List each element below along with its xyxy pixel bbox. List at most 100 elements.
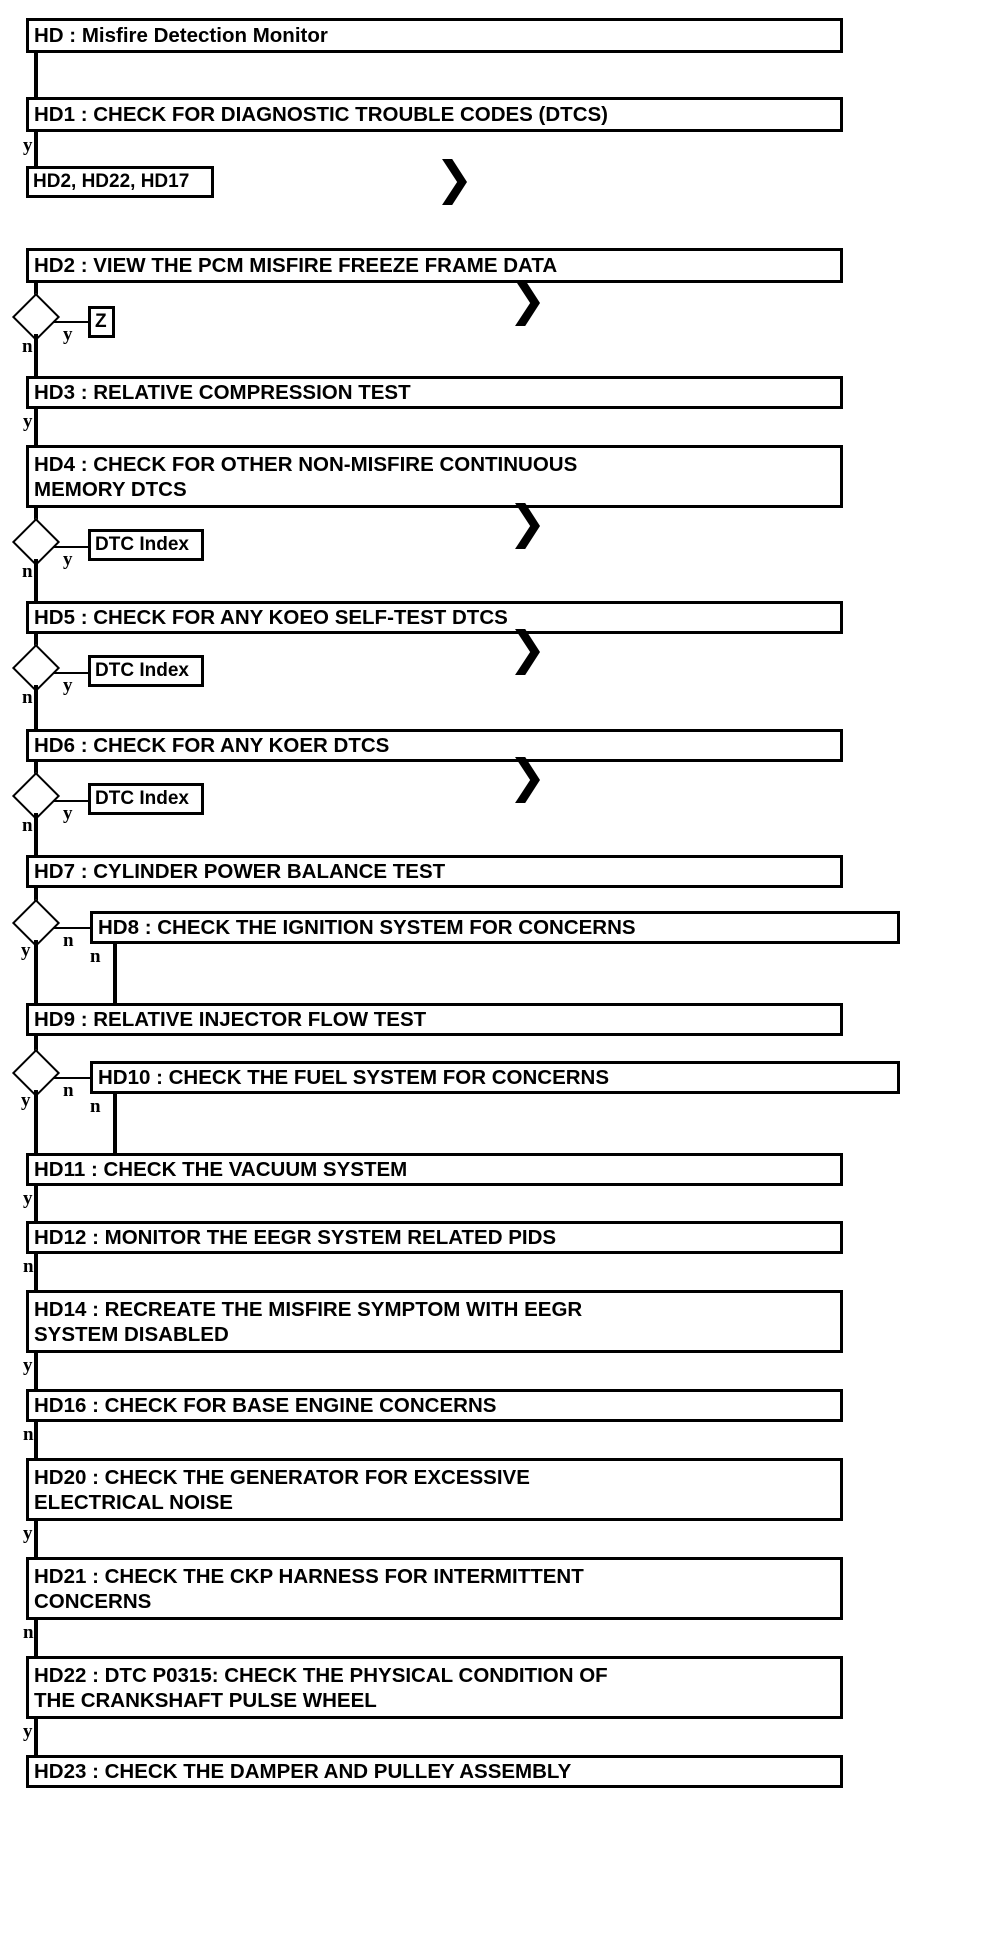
connector-hd8-n-to-hd9 [113,944,117,1003]
node-hd12-label: HD12 : MONITOR THE EEGR SYSTEM RELATED P… [34,1226,557,1249]
node-hd10-label: HD10 : CHECK THE FUEL SYSTEM FOR CONCERN… [98,1066,610,1089]
branch-label-hd1-y: y [23,135,33,156]
branch-label-d1-n: n [22,336,33,357]
branch-label-hd20-y: y [23,1523,33,1544]
branch-label-hd8-n: n [90,946,101,967]
node-hd-title-label: HD : Misfire Detection Monitor [34,24,328,47]
branch-label-hd12-n: n [23,1256,34,1277]
node-hd10[interactable]: HD10 : CHECK THE FUEL SYSTEM FOR CONCERN… [90,1061,900,1094]
tag-dtc-index-1-label: DTC Index [95,534,189,555]
connector-d1-to-hd3 [34,334,38,376]
node-hd11-label: HD11 : CHECK THE VACUUM SYSTEM [34,1158,408,1181]
branch-label-hd3-y: y [23,411,33,432]
tag-dtc-index-1[interactable]: DTC Index [88,529,204,561]
node-hd14[interactable]: HD14 : RECREATE THE MISFIRE SYMPTOM WITH… [26,1290,843,1353]
connector-d6-to-hd10 [53,1077,93,1079]
tag-dtc-index-2[interactable]: DTC Index [88,655,204,687]
connector-hd14-to-hd16 [34,1353,38,1389]
connector-hd20-to-hd21 [34,1521,38,1557]
node-hd22[interactable]: HD22 : DTC P0315: CHECK THE PHYSICAL CON… [26,1656,843,1719]
node-hd16[interactable]: HD16 : CHECK FOR BASE ENGINE CONCERNS [26,1389,843,1422]
connector-d2-to-hd5 [34,559,38,601]
node-hd14-label: HD14 : RECREATE THE MISFIRE SYMPTOM WITH… [34,1297,583,1346]
offpage-chevron-5-icon: ❯ [508,751,547,802]
connector-d5-y-to-hd9 [34,940,38,1003]
node-hd2-label: HD2 : VIEW THE PCM MISFIRE FREEZE FRAME … [34,254,558,277]
node-hd22-label: HD22 : DTC P0315: CHECK THE PHYSICAL CON… [34,1663,608,1712]
branch-label-hd11-y: y [23,1188,33,1209]
node-hd8-label: HD8 : CHECK THE IGNITION SYSTEM FOR CONC… [98,916,636,939]
node-hd21[interactable]: HD21 : CHECK THE CKP HARNESS FOR INTERMI… [26,1557,843,1620]
node-hd-title[interactable]: HD : Misfire Detection Monitor [26,18,843,53]
node-hd16-label: HD16 : CHECK FOR BASE ENGINE CONCERNS [34,1394,497,1417]
tag-z-label: Z [95,311,107,332]
tag-z[interactable]: Z [88,306,115,338]
connector-hd10-n-to-hd11 [113,1094,117,1153]
node-hd12[interactable]: HD12 : MONITOR THE EEGR SYSTEM RELATED P… [26,1221,843,1254]
branch-label-d4-n: n [22,815,33,836]
offpage-chevron-3-icon: ❯ [508,497,547,548]
branch-label-d3-y: y [63,675,73,696]
node-hd7-label: HD7 : CYLINDER POWER BALANCE TEST [34,860,446,883]
branch-label-hd16-n: n [23,1424,34,1445]
node-hd4[interactable]: HD4 : CHECK FOR OTHER NON-MISFIRE CONTIN… [26,445,843,508]
node-hd23-label: HD23 : CHECK THE DAMPER AND PULLEY ASSEM… [34,1760,572,1783]
offpage-chevron-1-icon: ❯ [435,153,474,204]
connector-d3-to-hd6 [34,685,38,729]
connector-d4-to-dtc3 [53,800,91,802]
connector-d4-to-hd7 [34,813,38,855]
branch-label-d4-y: y [63,803,73,824]
tag-hd2-hd22-hd17[interactable]: HD2, HD22, HD17 [26,166,214,198]
branch-label-d6-n: n [63,1080,74,1101]
connector-hd11-to-hd12 [34,1186,38,1221]
branch-label-hd22-y: y [23,1721,33,1742]
node-hd9-label: HD9 : RELATIVE INJECTOR FLOW TEST [34,1008,427,1031]
node-hd2[interactable]: HD2 : VIEW THE PCM MISFIRE FREEZE FRAME … [26,248,843,283]
node-hd21-label: HD21 : CHECK THE CKP HARNESS FOR INTERMI… [34,1564,584,1613]
node-hd4-label: HD4 : CHECK FOR OTHER NON-MISFIRE CONTIN… [34,452,578,501]
node-hd3[interactable]: HD3 : RELATIVE COMPRESSION TEST [26,376,843,409]
node-hd20[interactable]: HD20 : CHECK THE GENERATOR FOR EXCESSIVE… [26,1458,843,1521]
offpage-chevron-4-icon: ❯ [508,623,547,674]
branch-label-d6-y: y [21,1090,31,1111]
node-hd7[interactable]: HD7 : CYLINDER POWER BALANCE TEST [26,855,843,888]
node-hd3-label: HD3 : RELATIVE COMPRESSION TEST [34,381,411,404]
branch-label-d2-y: y [63,549,73,570]
connector-hd21-to-hd22 [34,1620,38,1656]
tag-hd2-hd22-hd17-label: HD2, HD22, HD17 [33,171,190,192]
branch-label-d5-y: y [21,940,31,961]
node-hd23[interactable]: HD23 : CHECK THE DAMPER AND PULLEY ASSEM… [26,1755,843,1788]
connector-hd16-to-hd20 [34,1422,38,1458]
node-hd9[interactable]: HD9 : RELATIVE INJECTOR FLOW TEST [26,1003,843,1036]
branch-label-d1-y: y [63,324,73,345]
connector-d5-to-hd8 [53,927,93,929]
node-hd6[interactable]: HD6 : CHECK FOR ANY KOER DTCS [26,729,843,762]
node-hd20-label: HD20 : CHECK THE GENERATOR FOR EXCESSIVE… [34,1465,530,1514]
connector-d2-to-dtc1 [53,546,91,548]
connector-d6-y-to-hd11 [34,1090,38,1153]
branch-label-hd10-n: n [90,1096,101,1117]
branch-label-d3-n: n [22,687,33,708]
connector-hd12-to-hd14 [34,1254,38,1290]
connector-hd3-to-hd4 [34,409,38,445]
node-hd1[interactable]: HD1 : CHECK FOR DIAGNOSTIC TROUBLE CODES… [26,97,843,132]
tag-dtc-index-2-label: DTC Index [95,660,189,681]
branch-label-hd21-n: n [23,1622,34,1643]
connector-hd1-to-tag [34,132,38,166]
node-hd5[interactable]: HD5 : CHECK FOR ANY KOEO SELF-TEST DTCS [26,601,843,634]
connector-d1-to-z [53,321,91,323]
connector-title-to-hd1 [34,53,38,97]
branch-label-d5-n: n [63,930,74,951]
tag-dtc-index-3[interactable]: DTC Index [88,783,204,815]
node-hd6-label: HD6 : CHECK FOR ANY KOER DTCS [34,734,390,757]
node-hd11[interactable]: HD11 : CHECK THE VACUUM SYSTEM [26,1153,843,1186]
node-hd5-label: HD5 : CHECK FOR ANY KOEO SELF-TEST DTCS [34,606,508,629]
node-hd8[interactable]: HD8 : CHECK THE IGNITION SYSTEM FOR CONC… [90,911,900,944]
offpage-chevron-2-icon: ❯ [508,274,547,325]
connector-hd22-to-hd23 [34,1719,38,1755]
tag-dtc-index-3-label: DTC Index [95,788,189,809]
connector-d3-to-dtc2 [53,672,91,674]
node-hd1-label: HD1 : CHECK FOR DIAGNOSTIC TROUBLE CODES… [34,103,608,126]
branch-label-d2-n: n [22,561,33,582]
